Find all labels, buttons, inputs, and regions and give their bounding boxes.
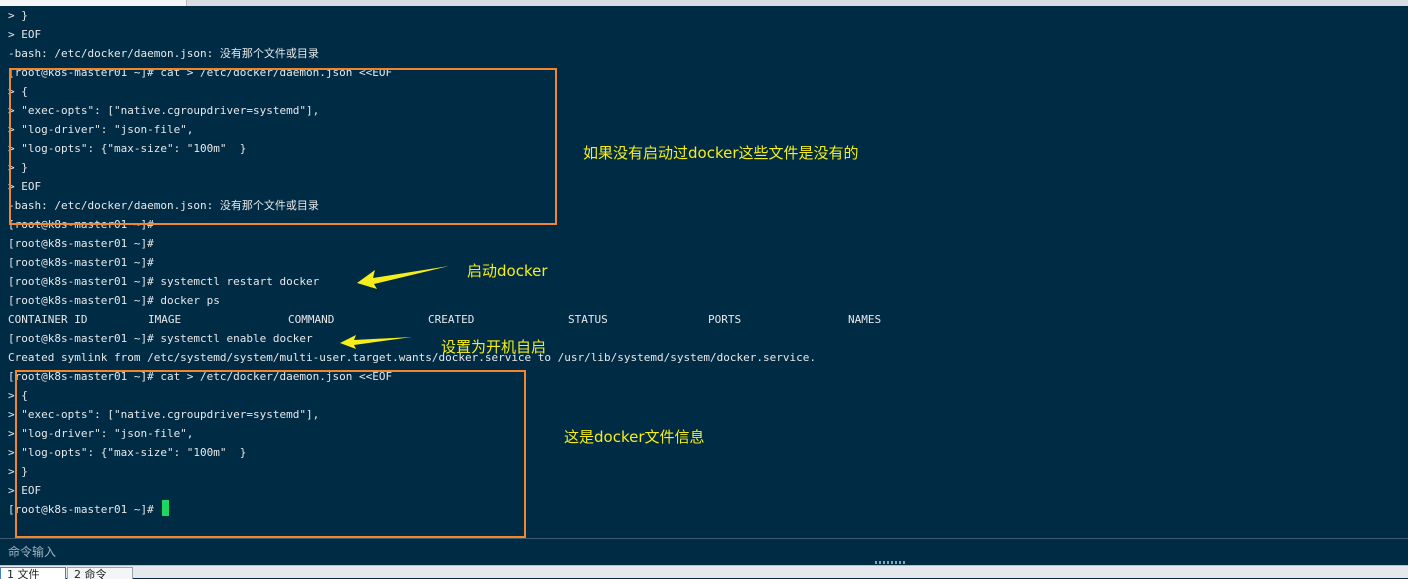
terminal-line: > EOF bbox=[8, 484, 42, 497]
terminal-line: > { bbox=[8, 389, 28, 402]
annotation-box-missing-file bbox=[9, 68, 557, 225]
column-header: COMMAND bbox=[288, 313, 335, 326]
text-cursor bbox=[162, 500, 170, 516]
docker-ps-header-row: CONTAINER ID IMAGE COMMAND CREATED STATU… bbox=[8, 310, 1008, 329]
terminal-line: > { bbox=[8, 85, 28, 98]
session-tab[interactable] bbox=[0, 0, 187, 6]
annotation-box-docker-config bbox=[15, 370, 526, 538]
annotation-note-docker-file-info: 这是docker文件信息 bbox=[564, 428, 705, 446]
terminal-line: Created symlink from /etc/systemd/system… bbox=[8, 351, 816, 364]
terminal-line: > "log-driver": "json-file", bbox=[8, 427, 194, 440]
terminal-line: [root@k8s-master01 ~]# docker ps bbox=[8, 294, 220, 307]
annotation-note-enable-on-boot: 设置为开机自启 bbox=[441, 338, 547, 356]
terminal-line: [root@k8s-master01 ~]# bbox=[8, 237, 154, 250]
annotation-note-missing-files: 如果没有启动过docker这些文件是没有的 bbox=[583, 144, 859, 162]
arrow-icon bbox=[357, 266, 449, 289]
arrow-icon bbox=[340, 335, 412, 349]
column-header: PORTS bbox=[708, 313, 742, 326]
tab-commands[interactable]: 2 命令 bbox=[67, 567, 133, 579]
terminal-line: > } bbox=[8, 161, 28, 174]
terminal-line: -bash: /etc/docker/daemon.json: 没有那个文件或目… bbox=[8, 199, 319, 212]
terminal-line: > EOF bbox=[8, 28, 42, 41]
bottom-tab-bar: 1 文件 2 命令 bbox=[0, 565, 1408, 579]
terminal-line: > "log-opts": {"max-size": "100m" } bbox=[8, 446, 247, 459]
column-header: CREATED bbox=[428, 313, 475, 326]
terminal-prompt-line: [root@k8s-master01 ~]# bbox=[8, 500, 170, 519]
resize-grip-icon[interactable] bbox=[875, 561, 905, 564]
column-header: STATUS bbox=[568, 313, 608, 326]
terminal-line: > "log-opts": {"max-size": "100m" } bbox=[8, 142, 247, 155]
prompt-text: [root@k8s-master01 ~]# bbox=[8, 503, 161, 516]
terminal-line: > } bbox=[8, 465, 28, 478]
command-input-bar bbox=[0, 538, 1408, 565]
terminal-line: > EOF bbox=[8, 180, 42, 193]
window-top-strip bbox=[0, 0, 1408, 6]
annotation-note-start-docker: 启动docker bbox=[467, 262, 548, 280]
column-header: IMAGE bbox=[148, 313, 182, 326]
terminal-line: > "exec-opts": ["native.cgroupdriver=sys… bbox=[8, 104, 320, 117]
terminal-line: [root@k8s-master01 ~]# cat > /etc/docker… bbox=[8, 370, 393, 383]
column-header: NAMES bbox=[848, 313, 882, 326]
command-input[interactable] bbox=[8, 543, 1398, 561]
terminal-line: [root@k8s-master01 ~]# systemctl enable … bbox=[8, 332, 313, 345]
terminal-line: [root@k8s-master01 ~]# systemctl restart… bbox=[8, 275, 320, 288]
terminal-output[interactable]: > } > EOF -bash: /etc/docker/daemon.json… bbox=[0, 6, 1408, 538]
terminal-line: > "log-driver": "json-file", bbox=[8, 123, 194, 136]
tab-files[interactable]: 1 文件 bbox=[0, 567, 66, 579]
terminal-line: > } bbox=[8, 9, 28, 22]
terminal-line: [root@k8s-master01 ~]# bbox=[8, 256, 154, 269]
terminal-line: -bash: /etc/docker/daemon.json: 没有那个文件或目… bbox=[8, 47, 319, 60]
terminal-line: > "exec-opts": ["native.cgroupdriver=sys… bbox=[8, 408, 320, 421]
column-header: CONTAINER ID bbox=[8, 313, 88, 326]
